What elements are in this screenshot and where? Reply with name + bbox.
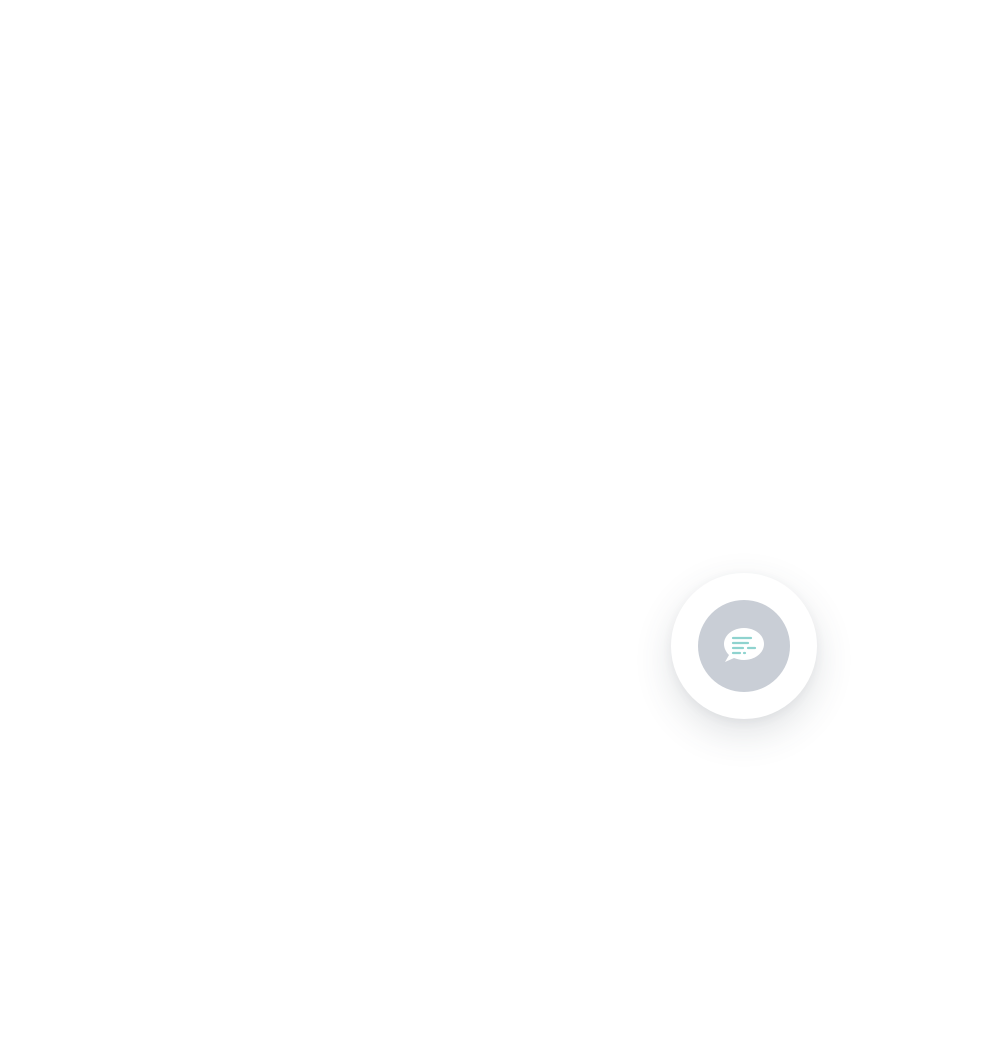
chat-bubble-icon — [720, 626, 768, 666]
chat-launcher-circle — [698, 600, 790, 692]
chat-launcher-button[interactable] — [671, 573, 817, 719]
